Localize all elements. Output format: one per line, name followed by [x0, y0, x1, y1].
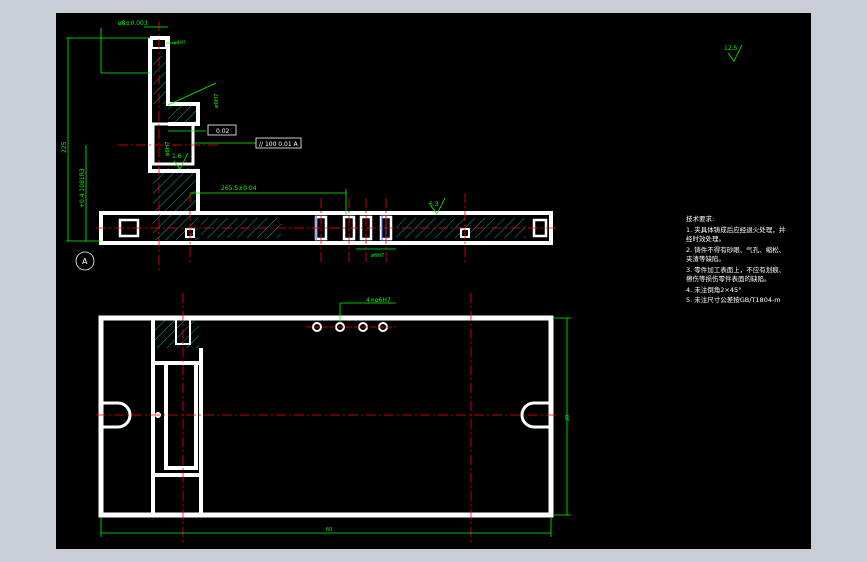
small-label: ø8H7	[174, 40, 186, 46]
notes-line: 经时效处理。	[686, 234, 725, 243]
notes-line: 1. 夹具体铸成后应经退火处理，并	[686, 225, 786, 234]
column-outline-left	[148, 38, 200, 213]
leader-tip	[167, 82, 217, 106]
hatch-column	[153, 56, 166, 104]
tolerance-parallel-text: // 100 0.01 A	[259, 141, 299, 148]
plan-view: 4×ø6H7 60 20	[96, 293, 571, 543]
roughness-symbol-small	[173, 152, 189, 170]
plan-outline	[98, 315, 554, 518]
roughness-right-text: 6.3	[429, 201, 439, 208]
column-window	[151, 122, 195, 166]
dim-length-text: 265.5±0.04	[221, 185, 257, 192]
notes-title: 技术要求:	[686, 214, 714, 223]
datum-circle	[75, 251, 95, 271]
notes-line: 2. 铸件不得有砂眼、气孔、缩松、	[686, 245, 785, 254]
dim-left-lower-text: +0.4 1081R3	[79, 168, 86, 208]
plan-dim-holes-text: 4×ø6H7	[366, 297, 391, 304]
tolerance-parallel-frame	[255, 137, 302, 149]
dim-top-text: ø8±0.003	[118, 20, 148, 27]
dim-hole-text: ø6H7	[165, 141, 171, 156]
drawing-canvas: ø8±0.003 225 +0.4 1081R3 ø6H7 ø6H7 265.5…	[56, 13, 811, 549]
notes-line: 5. 未注尺寸公差按GB/T1804-m	[686, 295, 781, 304]
tolerance-flatness-text: 0.02	[216, 128, 230, 135]
cad-drawing: ø8±0.003 225 +0.4 1081R3 ø6H7 ø6H7 265.5…	[61, 20, 786, 543]
hatch-arm	[168, 104, 196, 124]
tolerance-flatness-frame	[207, 124, 237, 136]
plan-dim-width-text: 60	[326, 527, 332, 533]
plan-dim-right-text: 20	[565, 415, 571, 421]
technical-notes: 技术要求: 1. 夹具体铸成后应经退火处理，并 经时效处理。 2. 铸件不得有砂…	[686, 214, 786, 304]
plan-slot-left	[101, 401, 132, 429]
roughness-general-symbol	[727, 44, 743, 62]
dim-bottom-text: ø6H7	[371, 253, 384, 259]
plan-hole-1	[312, 322, 322, 332]
notes-line: 夹渣等缺陷。	[686, 254, 725, 263]
section-view: ø8±0.003 225 +0.4 1081R3 ø6H7 ø6H7 265.5…	[61, 20, 556, 271]
plan-slot-right	[520, 401, 551, 429]
plan-inner-window	[164, 361, 198, 470]
roughness-symbol-right	[430, 197, 446, 215]
datum-label: A	[82, 257, 88, 266]
notes-line: 擦伤等损伤零件表面的缺陷。	[686, 274, 771, 283]
roughness-general-text: 12.5	[724, 45, 738, 52]
dim-tip-text: ø6H7	[214, 93, 220, 108]
roughness-general: 12.5	[724, 44, 743, 62]
notes-line: 3. 零件加工表面上，不应有划痕、	[686, 265, 785, 274]
notes-line: 4. 未注倒角2×45°	[686, 285, 741, 294]
roughness-small-text: 1.6	[172, 153, 182, 160]
dim-height-text: 225	[61, 141, 68, 153]
